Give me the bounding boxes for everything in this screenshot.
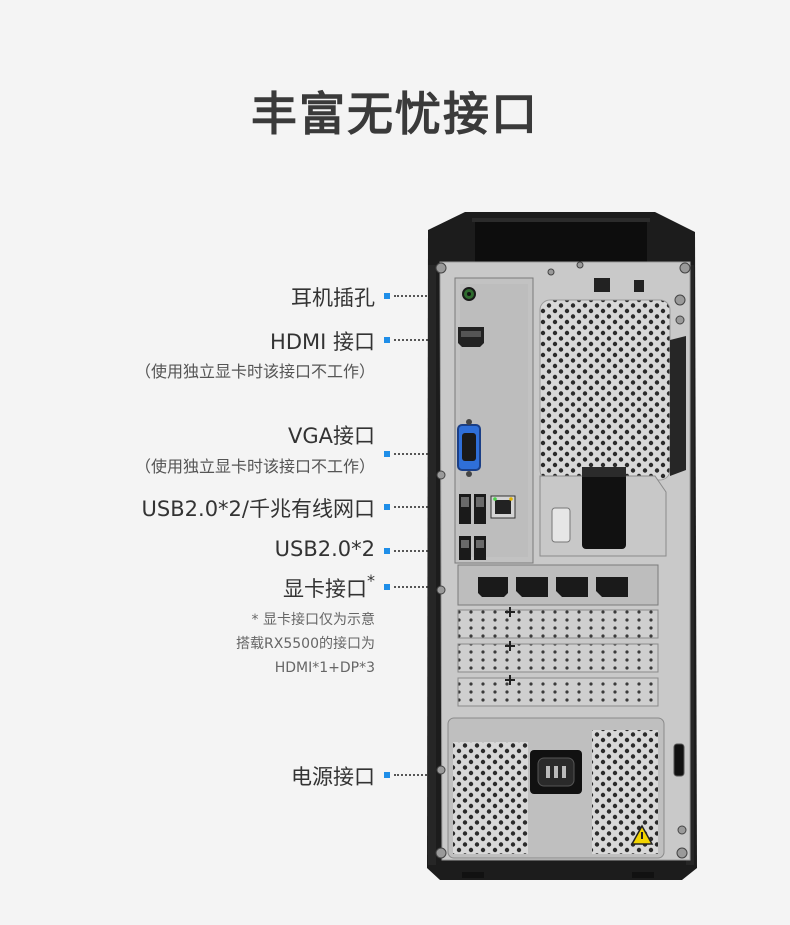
label-vga: VGA接口 (287, 424, 375, 448)
marker-headphone (384, 293, 390, 299)
expansion-slot-2 (457, 643, 659, 673)
gpu-hdmi-port (478, 577, 508, 597)
gpu-dp-port-2 (556, 577, 588, 597)
foot-right (632, 872, 654, 878)
gpu-dp-port-1 (516, 577, 548, 597)
note-gpu-3: HDMI*1+DP*3 (274, 660, 375, 676)
leader-hdmi (394, 339, 452, 341)
gpu-dp-port-3 (596, 577, 628, 597)
marker-power (384, 772, 390, 778)
case-top-recess (475, 222, 647, 262)
case-left-edge (428, 265, 436, 865)
leader-usb (394, 550, 452, 552)
page-title: 丰富无忧接口 (251, 87, 539, 141)
note-vga: （使用独立显卡时该接口不工作） (134, 457, 375, 476)
psu-vent-left (453, 742, 528, 854)
expansion-slot-3 (457, 677, 659, 707)
leader-power (394, 774, 446, 776)
marker-vga (384, 451, 390, 457)
note-hdmi: （使用独立显卡时该接口不工作） (134, 362, 375, 381)
foot-left (462, 872, 484, 878)
leader-headphone (394, 295, 454, 297)
label-usb-lan: USB2.0*2/千兆有线网口 (141, 497, 375, 521)
leader-usb-lan (394, 506, 452, 508)
label-headphone: 耳机插孔 (291, 286, 375, 310)
note-gpu-2: 搭载RX5500的接口为 (236, 636, 375, 652)
marker-usb (384, 548, 390, 554)
label-gpu-star: * (367, 571, 375, 590)
security-slot-icon (673, 743, 685, 777)
case-latch (582, 467, 626, 549)
marker-usb-lan (384, 504, 390, 510)
label-gpu: 显卡接口* (283, 571, 375, 603)
label-hdmi: HDMI 接口 (270, 330, 375, 354)
fan-vent (540, 300, 670, 480)
label-usb: USB2.0*2 (274, 537, 375, 561)
marker-hdmi (384, 337, 390, 343)
psu-vent-right (592, 730, 658, 854)
label-power: 电源接口 (291, 765, 375, 789)
note-gpu-1: * 显卡接口仅为示意 (251, 612, 375, 628)
expansion-slot-1 (457, 609, 659, 639)
label-gpu-text: 显卡接口 (283, 577, 367, 601)
leader-vga (394, 453, 452, 455)
side-handle (670, 336, 686, 476)
marker-gpu (384, 584, 390, 590)
